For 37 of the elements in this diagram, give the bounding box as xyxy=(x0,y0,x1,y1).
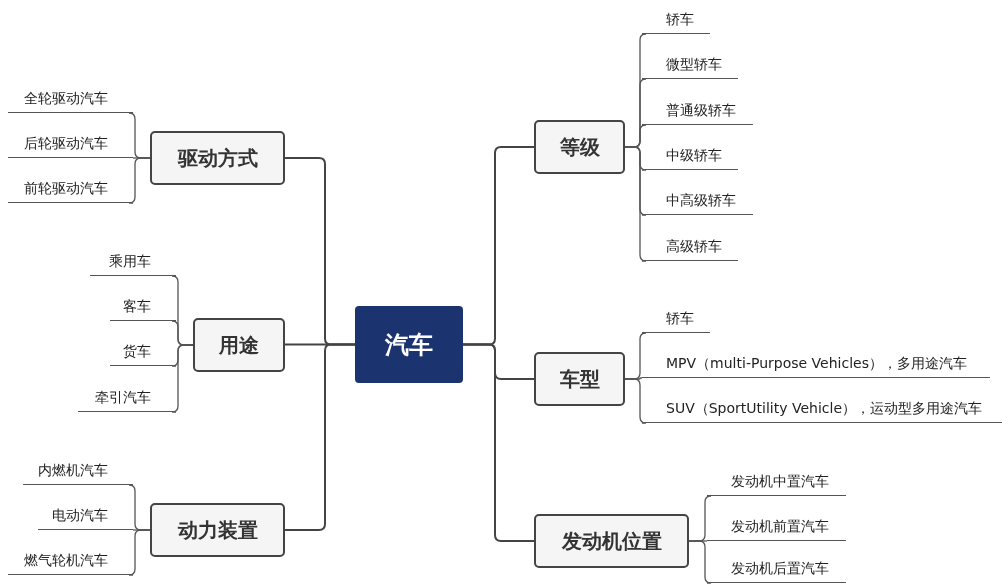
subtopic-label: 后轮驱动汽车 xyxy=(8,128,133,158)
topic-box: 动力装置 xyxy=(150,503,285,557)
subtopic-label: 乘用车 xyxy=(90,246,176,276)
connector-line xyxy=(624,378,647,424)
subtopic-label: 全轮驱动汽车 xyxy=(8,83,133,113)
connector-line xyxy=(171,344,194,413)
topic-box: 用途 xyxy=(193,318,285,372)
subtopic-label: 燃气轮机汽车 xyxy=(8,545,133,575)
central-topic-box: 汽车 xyxy=(355,306,463,383)
connector-line xyxy=(688,540,712,584)
subtopic-label: 普通级轿车 xyxy=(642,95,753,125)
subtopic-label: 发动机后置汽车 xyxy=(707,553,846,583)
topic-box: 驱动方式 xyxy=(150,131,285,185)
subtopic-label: 中高级轿车 xyxy=(642,185,753,215)
subtopic-label: SUV（SportUtility Vehicle），运动型多用途汽车 xyxy=(642,393,1002,423)
subtopic-label: 轿车 xyxy=(642,303,710,333)
subtopic-label: 前轮驱动汽车 xyxy=(8,173,133,203)
connector-line xyxy=(284,343,356,531)
connector-line xyxy=(462,343,535,542)
connector-line xyxy=(128,529,151,576)
topic-box: 等级 xyxy=(534,120,625,174)
subtopic-label: 内燃机汽车 xyxy=(23,455,133,485)
connector-line xyxy=(128,157,151,204)
connector-line xyxy=(624,146,647,262)
subtopic-label: 电动汽车 xyxy=(38,500,133,530)
subtopic-label: 发动机中置汽车 xyxy=(707,466,846,496)
subtopic-label: MPV（multi-Purpose Vehicles），多用途汽车 xyxy=(642,348,990,378)
topic-box: 车型 xyxy=(534,352,625,406)
subtopic-label: 牵引汽车 xyxy=(78,382,176,412)
subtopic-label: 微型轿车 xyxy=(642,49,738,79)
subtopic-label: 货车 xyxy=(110,336,176,366)
topic-box: 发动机位置 xyxy=(534,514,689,568)
subtopic-label: 中级轿车 xyxy=(642,140,738,170)
subtopic-label: 客车 xyxy=(110,291,176,321)
subtopic-label: 发动机前置汽车 xyxy=(707,511,846,541)
subtopic-label: 轿车 xyxy=(642,4,710,34)
subtopic-label: 高级轿车 xyxy=(642,231,738,261)
